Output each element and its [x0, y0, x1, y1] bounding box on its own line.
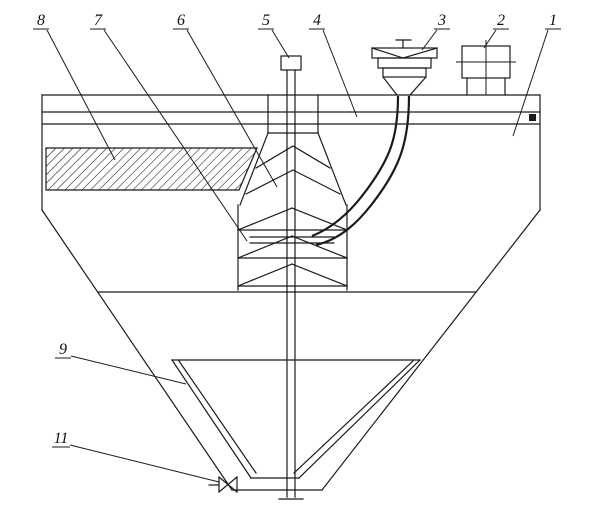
hatched-plate-outline: [45, 147, 258, 191]
callout-label-8: 8: [37, 12, 45, 29]
callout-label-3: 3: [437, 12, 446, 29]
central-shaft: [278, 55, 304, 500]
callout-label-9: 9: [59, 341, 67, 358]
feedwell: [237, 94, 348, 291]
leader-line-7: [103, 29, 248, 242]
hatched-plate: [45, 147, 258, 191]
leader-line-4: [322, 29, 358, 118]
leader-line-9: [70, 355, 187, 385]
callout-9: 9: [55, 341, 187, 385]
drive-motor: [371, 39, 438, 96]
inner-cone: [171, 359, 421, 479]
callout-2: 2: [483, 12, 509, 49]
leader-line-11: [69, 444, 220, 483]
callout-label-11: 11: [54, 430, 69, 447]
tank-top-rim: [41, 94, 541, 125]
callout-3: 3: [421, 12, 450, 51]
leader-line-3: [421, 29, 438, 51]
leader-line-1: [512, 29, 549, 137]
leader-line-5: [271, 29, 290, 59]
callout-7: 7: [90, 12, 248, 242]
callout-6: 6: [173, 12, 278, 188]
leader-line-8: [46, 29, 116, 161]
callout-1: 1: [512, 12, 561, 137]
callout-5: 5: [258, 12, 290, 59]
leader-line-6: [186, 29, 278, 188]
callout-8: 8: [33, 12, 116, 161]
callout-label-7: 7: [94, 12, 103, 29]
callout-11: 11: [52, 430, 220, 483]
leader-line-2: [483, 29, 497, 49]
rim-bolt-mark: [529, 114, 536, 121]
callout-label-4: 4: [313, 12, 321, 29]
control-box: [456, 40, 516, 96]
callout-label-5: 5: [262, 12, 270, 29]
bottom-valve: [208, 476, 238, 493]
feed-pipe: [311, 95, 411, 247]
callout-label-2: 2: [497, 12, 505, 29]
callout-label-1: 1: [549, 12, 557, 29]
callout-label-6: 6: [177, 12, 185, 29]
baffle-cones: [237, 207, 348, 287]
callout-4: 4: [309, 12, 358, 118]
shaft-top-cap: [280, 55, 302, 71]
